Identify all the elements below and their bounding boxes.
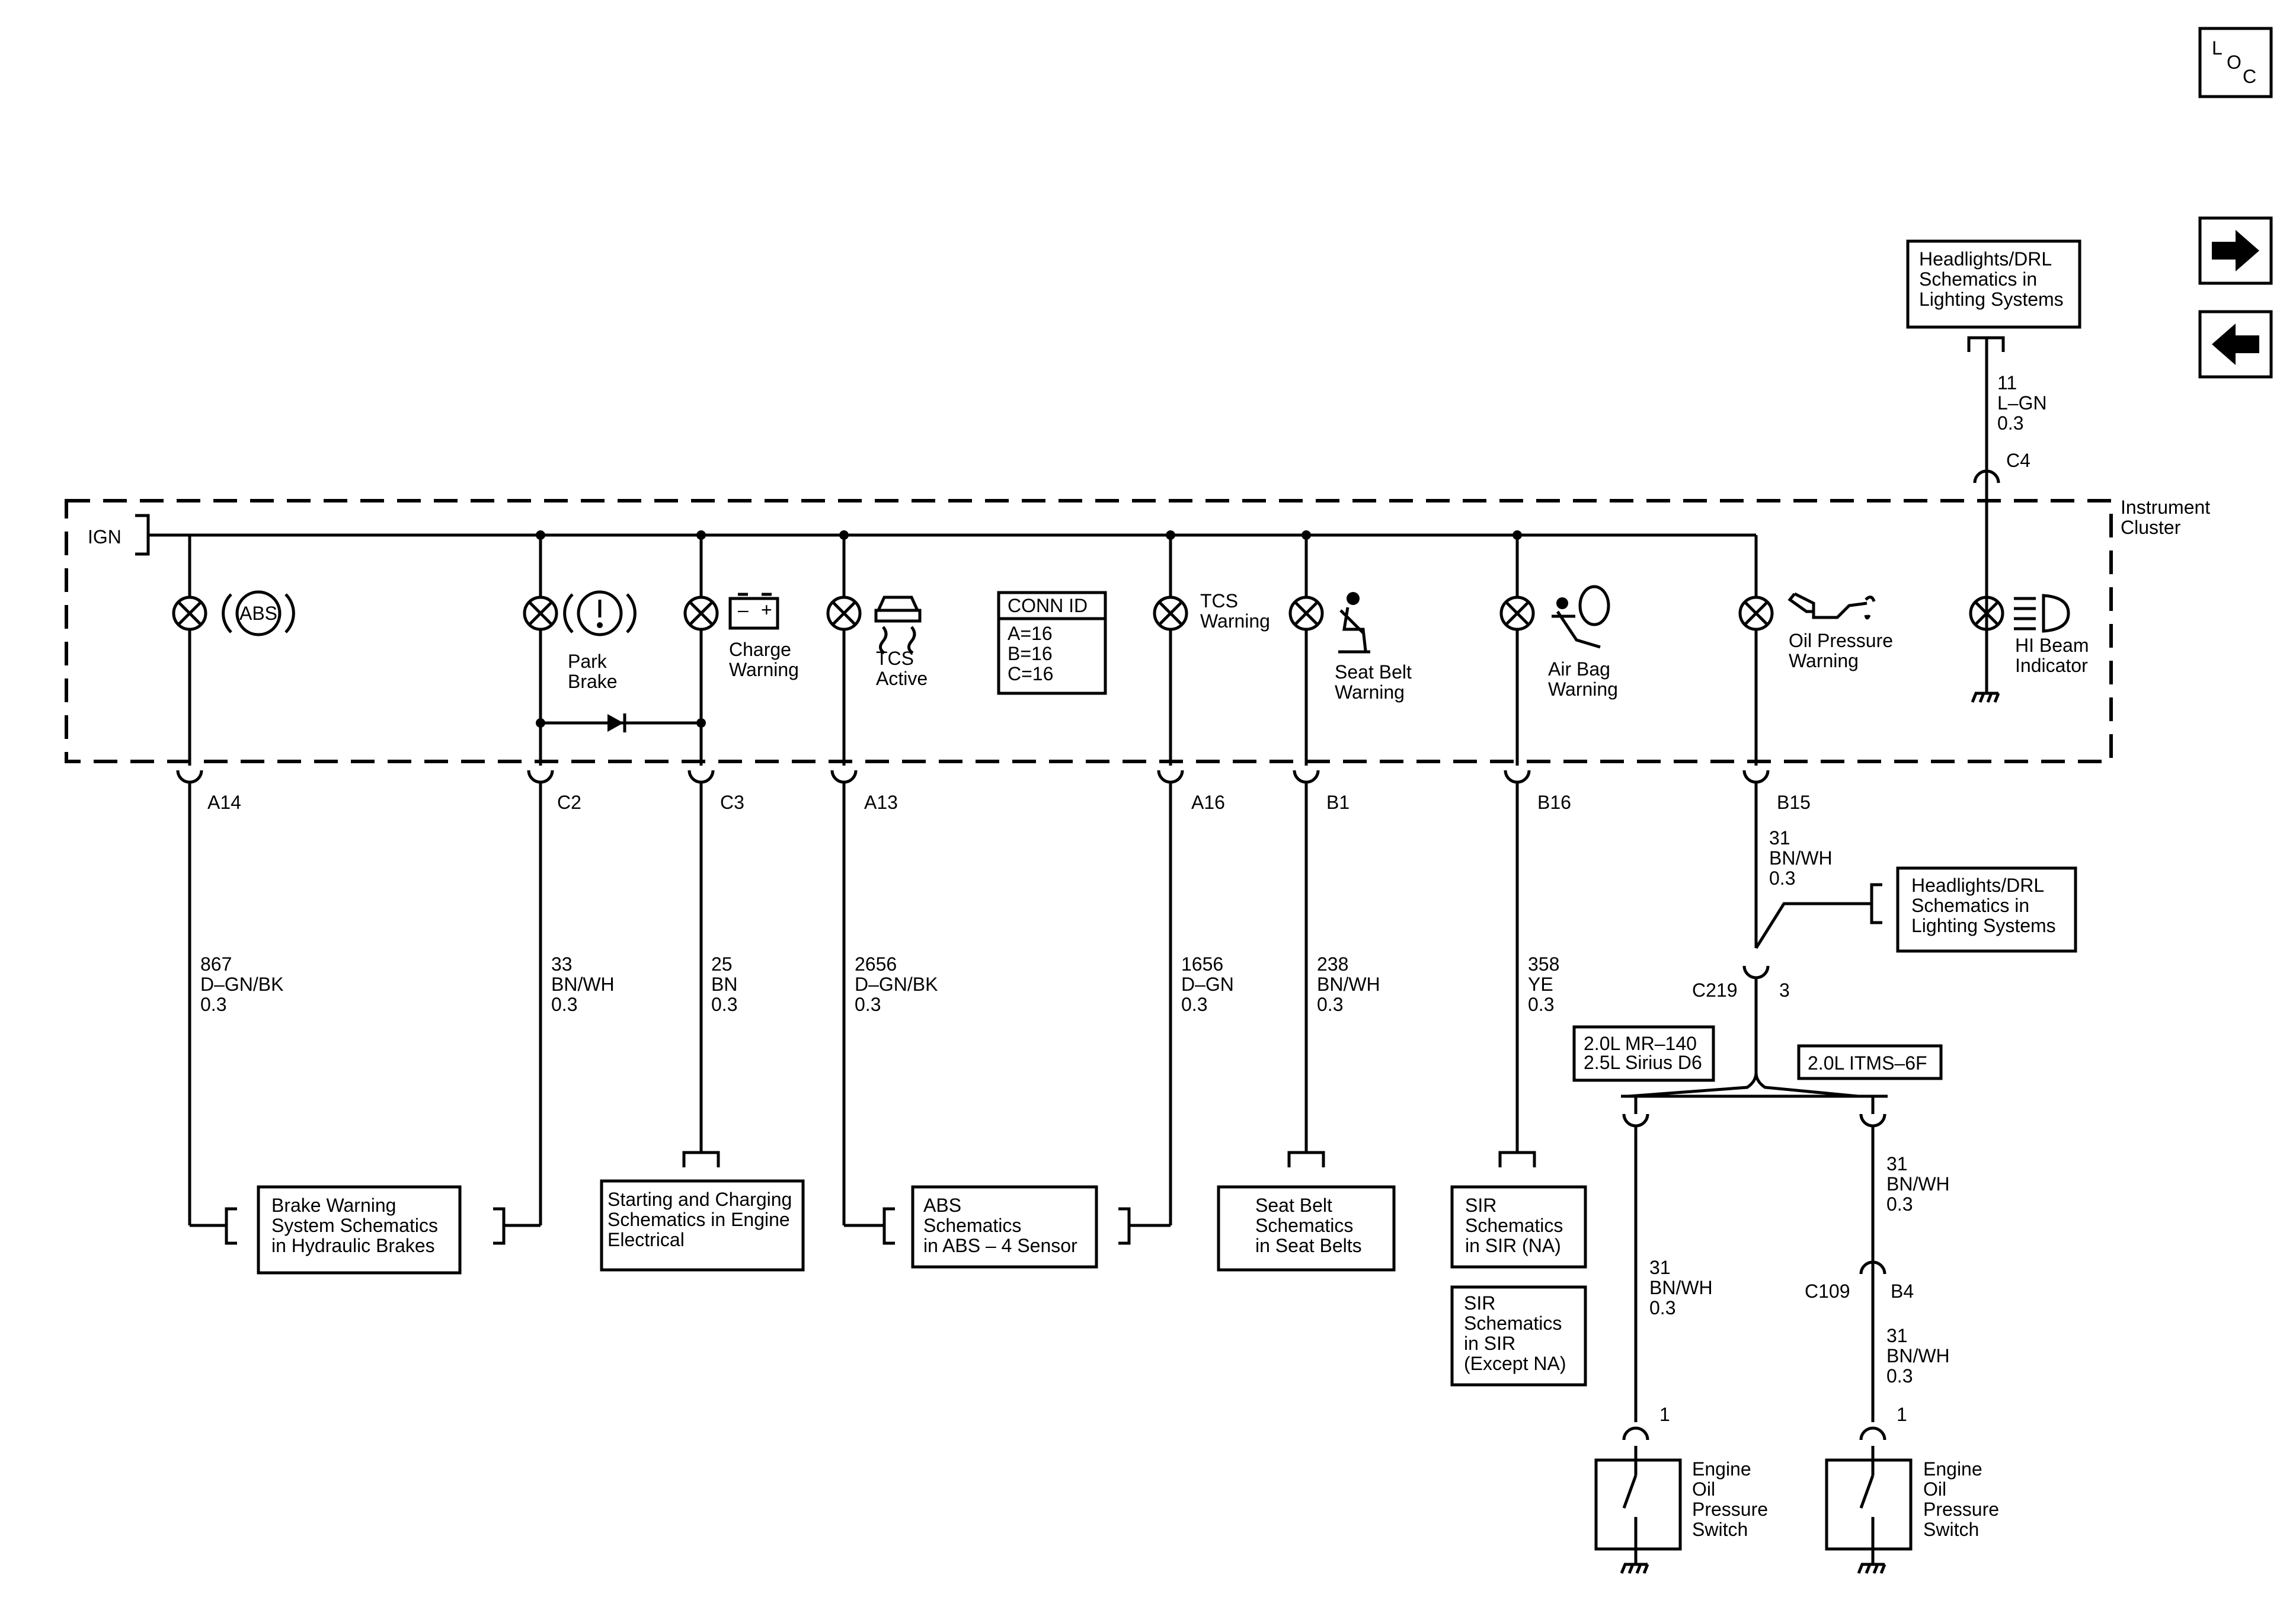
right-arrow-icon: [2212, 230, 2259, 271]
wire-c3-label: 25 BN 0.3: [711, 953, 743, 1015]
wire-right-upper-label: 31 BN/WH 0.3: [1886, 1153, 1955, 1215]
park-brake-icon: [563, 590, 637, 636]
abs-warning-lamp: [172, 596, 207, 631]
loc-letter-c: C: [2243, 66, 2256, 87]
park-brake-lamp: [523, 596, 558, 631]
connector-c4: [1973, 469, 2000, 484]
ref-seat-belt[interactable]: Seat Belt Schematics in Seat Belts: [1217, 1185, 1396, 1272]
ref-headlights-drl-right[interactable]: Headlights/DRL Schematics in Lighting Sy…: [1896, 866, 2077, 953]
engine-oil-pressure-switch-right: [1825, 1446, 1913, 1574]
pin-switch-right: 1: [1897, 1404, 1907, 1425]
wire-c2-label: 33 BN/WH 0.3: [551, 953, 620, 1015]
ref-abs-schematics[interactable]: ABS Schematics in ABS – 4 Sensor: [911, 1185, 1098, 1269]
park-brake-diode: [536, 713, 706, 732]
svg-text:Seat Belt Schematics: Seat Belt Schematics in Seat Belts: [1255, 1195, 1362, 1256]
wire-a16-label: 1656 D–GN 0.3: [1181, 953, 1239, 1015]
engine-option-left: 2.0L MR–140 2.5L Sirius D6: [1572, 1025, 1715, 1082]
svg-text:–: –: [738, 599, 749, 620]
charge-warning-lamp: [683, 596, 719, 631]
ref-brake-warning[interactable]: Brake Warning System Schematics in Hydra…: [257, 1185, 462, 1275]
svg-text:SIR Schematics in: SIR Schematics in SIR (Except NA): [1464, 1292, 1567, 1374]
ign-label: IGN: [88, 526, 121, 548]
wire-a14-label: 867 D–GN/BK 0.3: [200, 953, 289, 1015]
svg-text:A=16 B=16 C=16: A=16 B=16 C=16: [1008, 623, 1058, 684]
svg-text:ABS Schematics in: ABS Schematics in ABS – 4 Sensor: [923, 1195, 1077, 1256]
wire-right-lower-label: 31 BN/WH 0.3: [1886, 1325, 1955, 1387]
loc-letter-o: O: [2227, 52, 2241, 73]
ref-headlights-drl-top[interactable]: Headlights/DRL Schematics in Lighting Sy…: [1906, 239, 2081, 329]
oil-pressure-warning-label: Oil Pressure Warning: [1789, 630, 1898, 671]
tcs-warning-lamp: [1153, 596, 1188, 631]
pin-switch-left: 1: [1659, 1404, 1670, 1425]
svg-text:ABS: ABS: [239, 603, 277, 624]
ref-starting-charging[interactable]: Starting and Charging Schematics in Engi…: [600, 1179, 805, 1272]
battery-icon: – +: [728, 593, 779, 630]
pin-c3: C3: [720, 792, 744, 813]
pin-b4: B4: [1891, 1281, 1914, 1302]
ref-sir-na[interactable]: SIR Schematics in SIR (NA): [1450, 1185, 1587, 1269]
engine-option-right: 2.0L ITMS–6F: [1797, 1044, 1943, 1080]
pin-a13: A13: [864, 792, 898, 813]
pin-c219: C219: [1692, 980, 1738, 1001]
air-bag-icon: [1552, 585, 1610, 649]
loc-letter-l: L: [2212, 37, 2223, 59]
seat-belt-warning-label: Seat Belt Warning: [1335, 661, 1417, 703]
svg-text:Brake Warning System Sch: Brake Warning System Schematics in Hydra…: [271, 1195, 443, 1256]
back-button[interactable]: [2198, 310, 2273, 379]
svg-text:CONN ID: CONN ID: [1008, 595, 1088, 616]
pin-c109: C109: [1805, 1281, 1850, 1302]
tcs-active-lamp: [826, 596, 862, 631]
wire-b16-label: 358 YE 0.3: [1528, 953, 1565, 1015]
location-button[interactable]: L O C: [2198, 27, 2273, 98]
pin-a14: A14: [207, 792, 241, 813]
instrument-cluster-label: Instrument Cluster: [2121, 497, 2215, 538]
park-brake-label: Park Brake: [568, 651, 618, 692]
switch-right-label: Engine Oil Pressure Switch: [1923, 1458, 2004, 1540]
wire-b1-label: 238 BN/WH 0.3: [1317, 953, 1386, 1015]
svg-text:Headlights/DRL Schematic: Headlights/DRL Schematics in Lighting Sy…: [1911, 875, 2056, 936]
instrument-cluster-boundary: [65, 499, 2113, 763]
pin-c219-number: 3: [1779, 980, 1790, 1001]
oil-can-icon: [1787, 592, 1876, 620]
ref-sir-except-na[interactable]: SIR Schematics in SIR (Except NA): [1450, 1285, 1587, 1387]
air-bag-warning-lamp: [1499, 596, 1535, 631]
tcs-active-icon: [874, 596, 922, 655]
abs-icon: ABS: [222, 590, 295, 636]
svg-text:Headlights/DRL Schematic: Headlights/DRL Schematics in Lighting Sy…: [1919, 248, 2064, 310]
svg-text:Starting and Charging Sc: Starting and Charging Schematics in Engi…: [607, 1189, 797, 1250]
pin-c4-label: C4: [2006, 450, 2030, 471]
wire-b15-label: 31 BN/WH 0.3: [1769, 827, 1838, 889]
forward-button[interactable]: [2198, 216, 2273, 285]
pin-b16: B16: [1537, 792, 1571, 813]
wire-a13-label: 2656 D–GN/BK 0.3: [855, 953, 943, 1015]
pin-a16: A16: [1191, 792, 1225, 813]
pin-b15: B15: [1777, 792, 1811, 813]
engine-oil-pressure-switch-left: [1594, 1446, 1682, 1574]
tcs-active-label: TCS Active: [876, 648, 928, 689]
svg-text:2.0L MR–140 2.5L Sirius: 2.0L MR–140 2.5L Sirius D6: [1584, 1033, 1702, 1073]
cluster-connectors: [176, 770, 1770, 784]
wire-left-branch-label: 31 BN/WH 0.3: [1649, 1257, 1718, 1318]
switch-left-label: Engine Oil Pressure Switch: [1692, 1458, 1773, 1540]
left-arrow-icon: [2212, 324, 2259, 365]
air-bag-warning-label: Air Bag Warning: [1548, 658, 1618, 700]
seat-belt-icon: [1338, 592, 1370, 654]
svg-text:SIR Schematics in: SIR Schematics in SIR (NA): [1465, 1195, 1568, 1256]
svg-text:2.0L ITMS–6F: 2.0L ITMS–6F: [1808, 1052, 1927, 1074]
pin-b1: B1: [1326, 792, 1350, 813]
seat-belt-warning-lamp: [1288, 596, 1324, 631]
hi-beam-indicator-label: HI Beam Indicator: [2015, 635, 2094, 676]
pin-c2: C2: [557, 792, 581, 813]
connector-c219: [1742, 965, 1770, 980]
tcs-warning-label: TCS Warning: [1200, 590, 1270, 632]
charge-warning-label: Charge Warning: [729, 639, 799, 680]
wire-c4-label: 11 L–GN 0.3: [1997, 372, 2052, 434]
svg-text:+: +: [761, 599, 772, 620]
ground-symbol: [1971, 692, 2000, 703]
oil-pressure-warning-lamp: [1738, 596, 1774, 631]
hi-beam-icon: [2014, 594, 2070, 633]
conn-id-box: CONN ID A=16 B=16 C=16: [997, 591, 1107, 695]
